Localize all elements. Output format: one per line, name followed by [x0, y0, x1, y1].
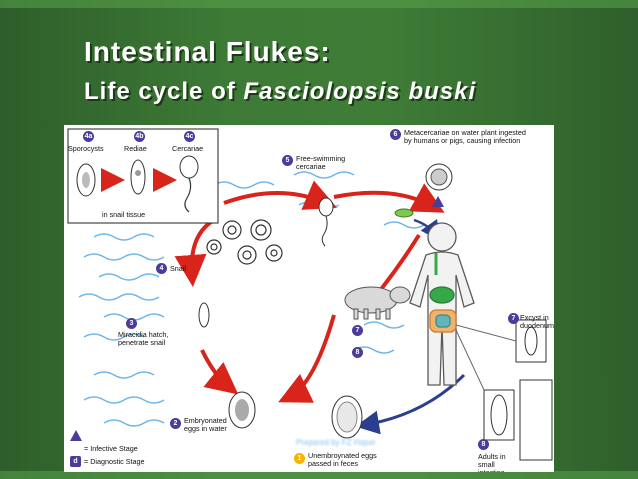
unembryonated-egg-illustration: [331, 395, 363, 439]
badge-stage-2: 2: [170, 418, 181, 429]
label-stage-6: Metacercariae on water plant ingested by…: [404, 128, 526, 145]
badge-pig-8: 8: [352, 347, 363, 358]
label-stage-1: Unembroynated eggs passed in feces: [308, 451, 377, 468]
diagram-artwork: [67, 128, 553, 461]
bottom-stripe: [0, 471, 638, 479]
life-cycle-diagram: 4a 4b 4c Sporocysts Rediae Cercariae in …: [64, 125, 554, 472]
label-rediae: Rediae: [124, 144, 147, 153]
badge-stage-3: 3: [126, 318, 137, 329]
label-stage-7: Excyst in duodenum: [520, 313, 554, 330]
subtitle-prefix: Life cycle of: [84, 78, 244, 105]
label-stage-8: Adults in small intestine: [478, 452, 506, 473]
label-cercariae: Cercariae: [172, 144, 204, 153]
label-stage-2: Embryonated eggs in water: [184, 416, 227, 433]
embryonated-egg-illustration: [228, 391, 256, 429]
legend-diagnostic-icon: d: [70, 456, 81, 467]
adult-callout: [455, 329, 515, 441]
top-stripe: [0, 0, 638, 8]
excyst-callout: [455, 319, 547, 363]
watermark: Prepared by FZ Haper: [296, 438, 376, 447]
subtitle-species: Fasciolopsis buski: [243, 78, 477, 105]
infective-stage-marks: [70, 196, 444, 441]
label-sporocysts: Sporocysts: [68, 144, 104, 153]
snail-tissue-inset: [67, 128, 219, 224]
snail-illustrations: [206, 219, 283, 265]
label-stage-3: Miracidia hatch, penetrate snail: [118, 330, 169, 347]
cycle-arrows-red: [174, 180, 445, 403]
badge-4a: 4a: [83, 131, 94, 142]
badge-stage-4: 4: [156, 263, 167, 274]
slide-title: Intestinal Flukes:: [84, 36, 331, 67]
miracidium-illustration: [198, 302, 210, 328]
legend-infective: = Infective Stage: [84, 444, 138, 453]
badge-4c: 4c: [184, 131, 195, 142]
label-in-snail-tissue: in snail tissue: [102, 210, 146, 219]
cercaria-illustration: [318, 197, 334, 247]
badge-stage-8: 8: [478, 439, 489, 450]
badge-pig-7: 7: [352, 325, 363, 336]
human-figure: [409, 222, 475, 386]
badge-stage-1: 1: [294, 453, 305, 464]
metacercaria-illustration: [394, 163, 453, 218]
slide-subtitle: Life cycle of Fasciolopsis buski: [84, 78, 476, 106]
legend-diagnostic: = Diagnostic Stage: [84, 457, 145, 466]
right-edge-panel: [519, 379, 553, 461]
label-stage-4: Snail: [170, 264, 186, 273]
badge-stage-5: 5: [282, 155, 293, 166]
badge-stage-6: 6: [390, 129, 401, 140]
badge-4b: 4b: [134, 131, 145, 142]
pig-illustration: [344, 286, 411, 320]
label-stage-5: Free-swimming cercariae: [296, 154, 346, 171]
badge-stage-7: 7: [508, 313, 519, 324]
